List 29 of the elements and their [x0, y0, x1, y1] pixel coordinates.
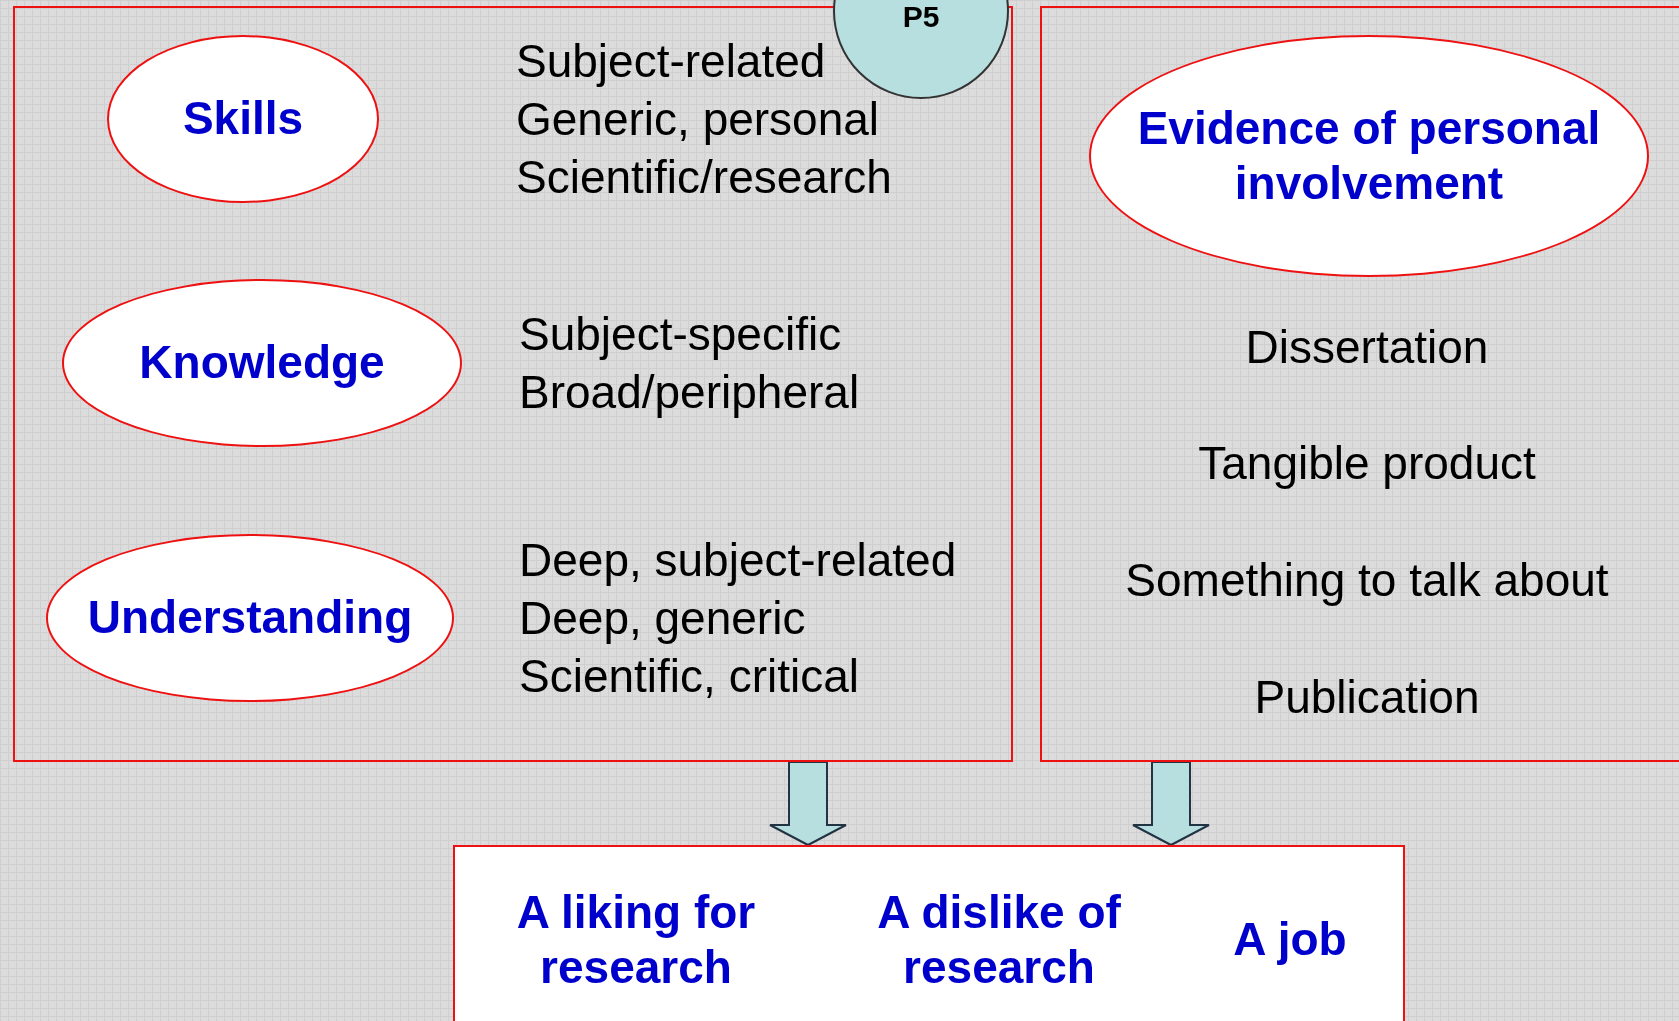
list-item: Deep, generic	[519, 591, 806, 645]
ellipse	[1089, 35, 1649, 277]
block-arrow	[1132, 761, 1210, 847]
list-item: Broad/peripheral	[519, 365, 860, 419]
block-arrow	[769, 761, 847, 847]
outcome-box	[453, 845, 1405, 1021]
ellipse	[107, 35, 379, 203]
list-item: Deep, subject-related	[519, 533, 957, 587]
list-item: Subject-related	[516, 34, 826, 88]
list-item: Scientific, critical	[519, 649, 859, 703]
node-label: Knowledge	[139, 335, 385, 391]
group-box	[13, 6, 1013, 762]
node-label: Understanding	[87, 590, 413, 646]
outcome-text: A dislike of research	[876, 884, 1122, 995]
group-box	[1040, 6, 1679, 762]
outcome-text: A liking for research	[515, 884, 757, 995]
list-item: Generic, personal	[516, 92, 880, 146]
list-item: Tangible product	[1198, 436, 1536, 490]
node-label: Evidence of personal involvement	[1136, 100, 1602, 211]
list-item: Publication	[1254, 670, 1480, 724]
list-item: Dissertation	[1245, 320, 1489, 374]
list-item: Something to talk about	[1125, 553, 1609, 607]
outcome-text: A job	[1232, 912, 1348, 968]
ellipse	[62, 279, 462, 447]
page-number: P5	[901, 0, 941, 34]
ellipse	[46, 534, 454, 702]
list-item: Subject-specific	[519, 307, 842, 361]
list-item: Scientific/research	[516, 150, 892, 204]
node-label: Skills	[182, 91, 304, 147]
